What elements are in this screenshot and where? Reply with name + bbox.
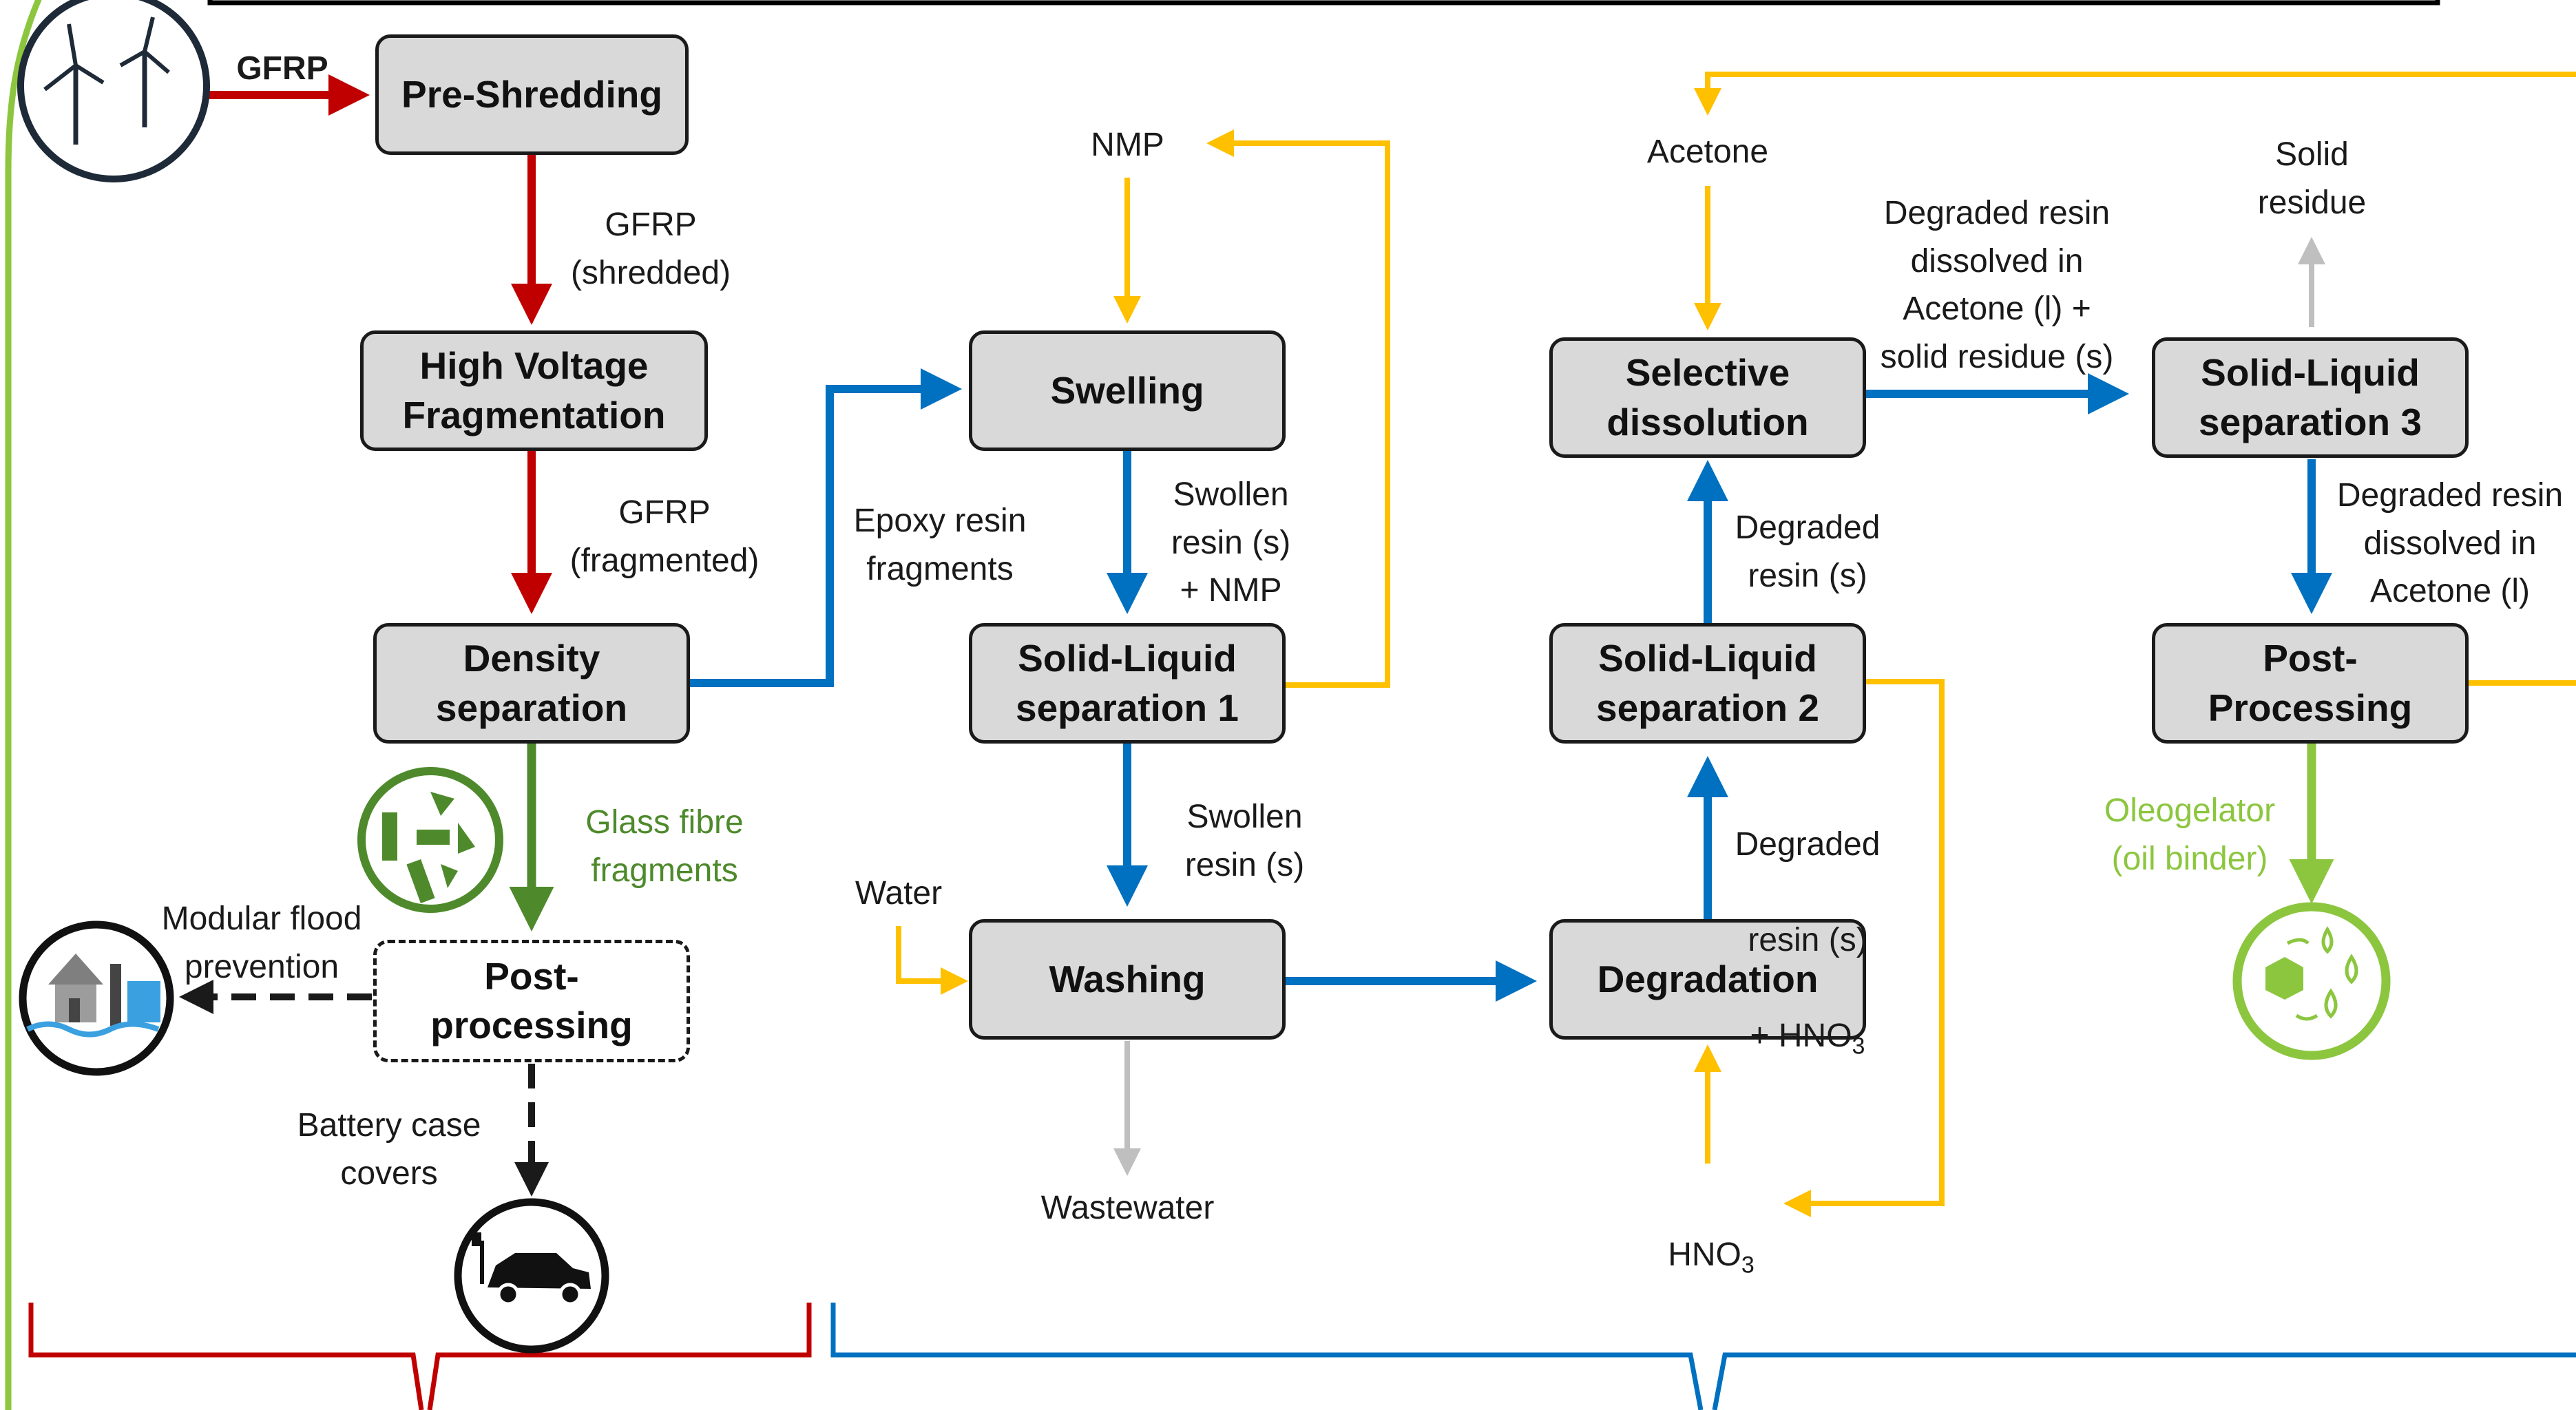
degraded-resin-dissolved-solid-label: Degraded resin dissolved in Acetone (l) … (1880, 195, 2114, 375)
hno3-label: HNO3 (1642, 1183, 1780, 1282)
arrow-epoxy-to-swelling (689, 368, 962, 687)
degraded-resin-hno3-line2: resin (s) (1748, 921, 1867, 958)
degraded-resin-hno3-label: Degraded resin (s) + HNO3 (1721, 772, 1894, 1111)
degraded-resin-s-label: Degraded resin (s) (1735, 509, 1881, 594)
washing-box: Washing (969, 919, 1286, 1040)
epoxy-resin-fragments-label: Epoxy resin fragments (853, 503, 1027, 587)
hno3-text: HNO (1668, 1236, 1741, 1273)
swelling-box: Swelling (969, 330, 1286, 451)
pre-shredding-box: Pre-Shredding (375, 34, 689, 155)
hno3-label-subscript: 3 (1741, 1252, 1755, 1279)
solid-liquid-separation-3-box: Solid-Liquid separation 3 (2152, 337, 2469, 458)
red-brace (28, 1303, 812, 1410)
acetone-label: Acetone (1646, 134, 1769, 170)
wind-turbines-icon (17, 0, 210, 182)
degraded-resin-hno3-line1: Degraded (1735, 825, 1881, 863)
post-processing-dashed-box: Post- processing (373, 940, 690, 1062)
post-processing-box: Post- Processing (2152, 623, 2469, 744)
glass-fibre-fragments-icon (357, 767, 503, 913)
high-voltage-fragmentation-box: High Voltage Fragmentation (360, 330, 708, 451)
battery-case-covers-label: Battery case covers (297, 1107, 481, 1192)
flood-prevention-icon (19, 920, 174, 1076)
swollen-resin-label: Swollen resin (s) (1184, 799, 1305, 883)
degradation-box: Degradation (1549, 919, 1866, 1040)
title-bar-frame (207, 0, 2440, 6)
oleogelator-label: Oleogelator (oil binder) (2104, 792, 2276, 877)
arrow-acetone-recycle (1694, 72, 2576, 116)
solid-residue-label: Solid residue (2257, 136, 2367, 221)
arrow-water-in (896, 926, 968, 995)
glass-fibre-fragments-label: Glass fibre fragments (585, 804, 744, 889)
arrow-nmp-recycle (1206, 129, 1390, 688)
modular-flood-prevention-label: Modular flood prevention (161, 901, 362, 985)
electric-car-icon (454, 1198, 609, 1354)
solid-liquid-separation-2-box: Solid-Liquid separation 2 (1549, 623, 1866, 744)
solid-liquid-separation-1-box: Solid-Liquid separation 1 (969, 623, 1286, 744)
selective-dissolution-box: Selective dissolution (1549, 337, 1866, 458)
oleogel-icon (2232, 902, 2391, 1060)
gfrp-input-label: GFRP (236, 50, 328, 87)
hno3-subscript: 3 (1852, 1033, 1865, 1060)
outer-green-frame (5, 0, 42, 1410)
gfrp-shredded-label: GFRP (shredded) (570, 207, 731, 291)
arrow-hno3-recycle (1783, 679, 1945, 1217)
wastewater-label: Wastewater (1040, 1190, 1215, 1226)
gfrp-fragmented-label: GFRP (fragmented) (569, 494, 760, 579)
degraded-resin-hno3-line3: + HNO3 (1721, 1012, 1894, 1064)
degraded-resin-dissolved-acetone-label: Degraded resin dissolved in Acetone (l) (2336, 477, 2564, 610)
blue-brace (830, 1303, 2576, 1410)
swollen-resin-nmp-label: Swollen resin (s) + NMP (1171, 476, 1291, 609)
nmp-label: NMP (1091, 127, 1164, 163)
water-label: Water (855, 875, 943, 912)
plus-hno3-text: + HNO (1750, 1017, 1852, 1054)
density-separation-box: Density separation (373, 623, 690, 744)
